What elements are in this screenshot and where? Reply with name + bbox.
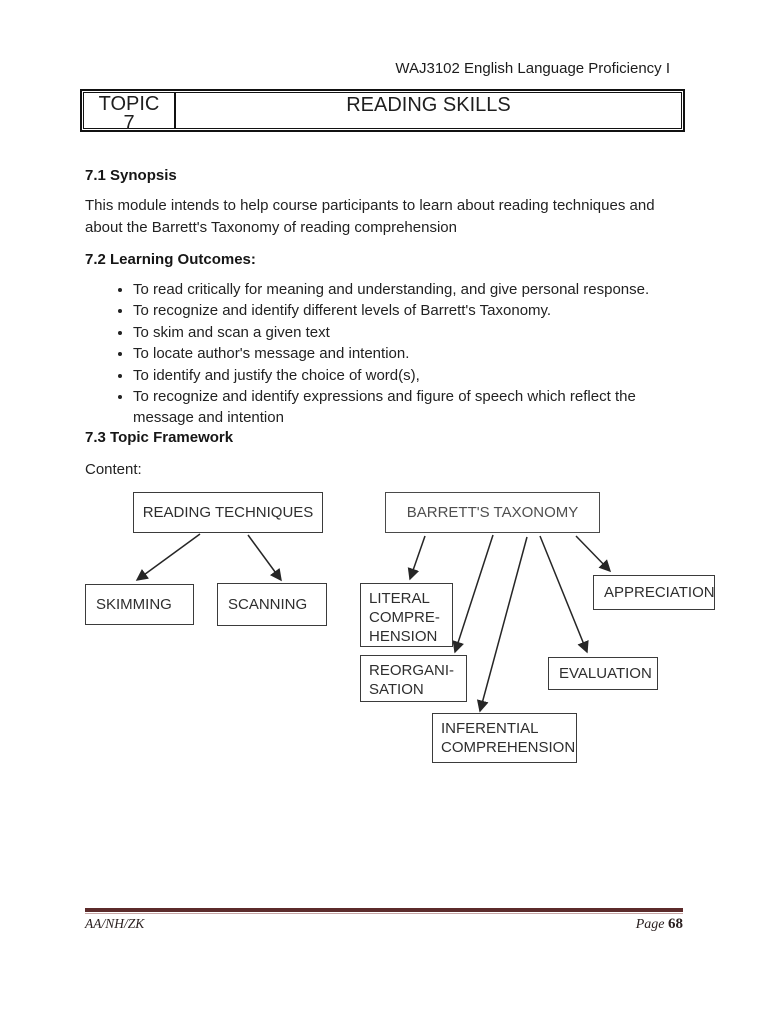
node-literal-comprehension: LITERAL COMPRE- HENSION [360, 583, 453, 647]
page-word: Page [635, 917, 665, 932]
outcomes-list: To read critically for meaning and under… [103, 279, 698, 429]
arrow-barrett-to-literal [407, 535, 426, 581]
topic-banner-inner: TOPIC 7 READING SKILLS [83, 92, 682, 133]
list-item: To recognize and identify expressions an… [133, 386, 698, 429]
arrow-barrett-to-inferential [476, 536, 528, 713]
topic-title: READING SKILLS [346, 94, 511, 116]
list-item: To identify and justify the choice of wo… [133, 365, 698, 386]
topic-banner: TOPIC 7 READING SKILLS [80, 89, 685, 133]
arrow-reading-to-skimming [135, 533, 201, 581]
node-barretts-taxonomy: BARRETT'S TAXONOMY [385, 492, 600, 533]
outcomes-heading: 7.2 Learning Outcomes: [85, 251, 256, 268]
footer-initials: AA/NH/ZK [85, 916, 145, 931]
topic-label: TOPIC [98, 93, 160, 115]
arrow-reading-to-scanning [247, 534, 282, 582]
node-reorganisation: REORGANI- SATION [360, 655, 467, 702]
synopsis-paragraph: This module intends to help course parti… [85, 197, 655, 236]
node-skimming: SKIMMING [85, 584, 194, 625]
footer-rule [85, 908, 683, 914]
page-number-label: Page 68 [636, 916, 683, 933]
node-reading-techniques: READING TECHNIQUES [133, 492, 323, 533]
course-header: WAJ3102 English Language Proficiency I [395, 60, 670, 77]
footer-rule-thick [85, 908, 683, 912]
list-item: To recognize and identify different leve… [133, 300, 698, 321]
node-evaluation: EVALUATION [548, 657, 658, 690]
framework-heading: 7.3 Topic Framework [85, 429, 234, 446]
list-item: To read critically for meaning and under… [133, 279, 698, 300]
synopsis-heading: 7.1 Synopsis [85, 167, 177, 184]
arrow-barrett-to-appreciation [575, 535, 612, 573]
footer-rule-thin [85, 913, 683, 914]
page-number: 68 [668, 916, 683, 932]
node-scanning: SCANNING [217, 583, 327, 626]
content-label: Content: [85, 461, 142, 478]
list-item: To locate author's message and intention… [133, 343, 698, 364]
node-appreciation: APPRECIATION [593, 575, 715, 610]
list-item: To skim and scan a given text [133, 322, 698, 343]
topic-number: 7 [123, 112, 135, 134]
arrow-barrett-to-reorganisation [452, 534, 494, 654]
arrow-barrett-to-evaluation [539, 535, 589, 654]
node-inferential-comprehension: INFERENTIAL COMPREHENSION [432, 713, 577, 763]
topic-number-cell: TOPIC 7 [84, 93, 176, 133]
topic-framework-diagram: READING TECHNIQUES BARRETT'S TAXONOMY SK… [85, 480, 725, 780]
